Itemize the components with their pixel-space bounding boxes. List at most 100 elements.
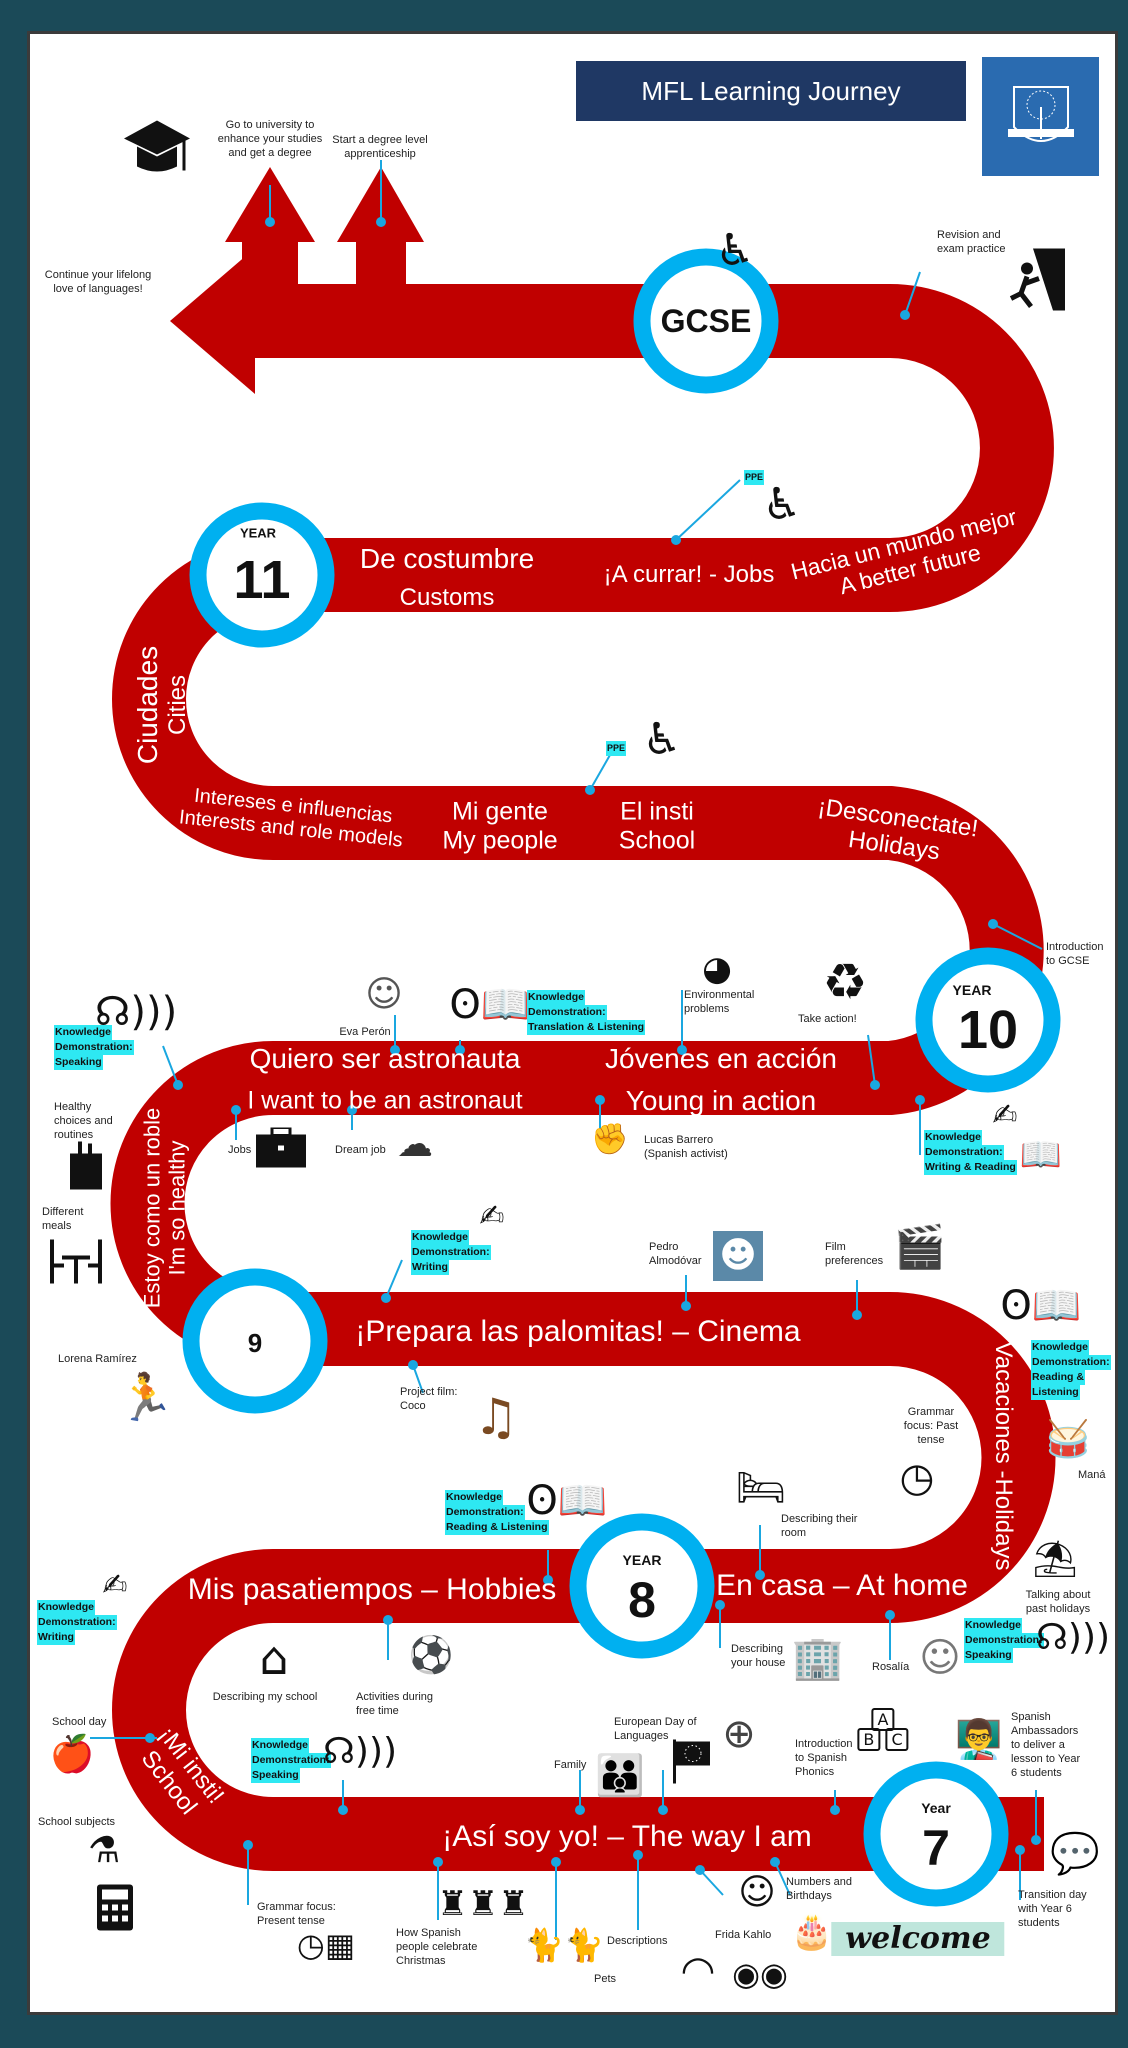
year-rings [182, 248, 1061, 1907]
eva-peron-label: Eva Perón [339, 1026, 391, 1038]
year11-ring [189, 502, 335, 648]
pedro-label: Pedro Almodóvar [649, 1241, 702, 1267]
phonics-label: Introduction to Spanish Phonics [795, 1738, 853, 1778]
year10-number: 10 [957, 1000, 1019, 1060]
topic-astronaut-en: I want to be an astronaut [247, 1086, 523, 1115]
eu-flag-icon [673, 1739, 713, 1787]
abc-blocks-icon: A B C [857, 1708, 909, 1751]
ppe-badge-y11: PPE [744, 470, 765, 485]
topic-customs-es: De costumbre [359, 542, 535, 574]
beach-palm-icon: ⛱ [1032, 1539, 1078, 1580]
teacher-board-icon: 👨‍🏫 [955, 1717, 1003, 1761]
drum-kit-icon: 🥁 [1045, 1419, 1091, 1460]
topic-hobbies: Mis pasatiempos – Hobbies [187, 1572, 557, 1606]
year8-number: 8 [628, 1572, 656, 1628]
mana-label: Maná [1078, 1469, 1106, 1481]
healthy-en: I'm so healthy [165, 1140, 190, 1276]
grammar-past-label: Grammar focus: Past tense [903, 1406, 959, 1446]
eva-peron-portrait-icon: ☺ [365, 974, 403, 1015]
year8-word: YEAR [622, 1552, 662, 1568]
free-time-label: Activities during free time [356, 1691, 434, 1717]
exam-desk-icon: ♿ [642, 714, 682, 765]
topic-action-en: Young in action [625, 1084, 817, 1116]
coco-label: Project film: Coco [400, 1386, 458, 1412]
environment-label: Environmental problems [684, 989, 755, 1015]
christmas-label: How Spanish people celebrate Christmas [396, 1927, 478, 1967]
topic-cities: Ciudades Cities [132, 646, 192, 764]
intro-gcse-label: Introduction to GCSE [1046, 941, 1104, 967]
year11-word: YEAR [239, 525, 277, 541]
coco-film-image: ♫ [473, 1388, 519, 1446]
topic-vacaciones: Vacaciones -Holidays [989, 1341, 1017, 1571]
past-holidays-label: Talking about past holidays [1025, 1589, 1091, 1615]
edl-label: European Day of Languages [614, 1716, 697, 1742]
year10-ring [915, 947, 1061, 1093]
healthy-es: Estoy como un roble [139, 1107, 165, 1309]
subjects-label: School subjects [38, 1816, 116, 1828]
rosalia-sketch-icon: ☺ [919, 1635, 961, 1681]
your-house-label: Describing your house [731, 1643, 786, 1669]
topic-healthy: Estoy como un roble I'm so healthy [140, 1108, 191, 1309]
pen-writing-icon: ✍ [102, 1568, 128, 1603]
year10-word: YEAR [952, 982, 992, 998]
lab-equipment-icon: ⚗ [87, 1830, 121, 1871]
apple-books-icon: 🍎 [49, 1734, 95, 1775]
speaking-head-icon: ☊))) [322, 1731, 398, 1772]
football-player-icon: ⚽ [408, 1635, 454, 1676]
pen-writing-icon: ✍ [479, 1199, 505, 1234]
family-icon: 👪 [595, 1753, 645, 1799]
take-action-label: Take action! [798, 1013, 857, 1025]
year11-number: 11 [233, 550, 291, 610]
transition-label: Transition day with Year 6 students [1018, 1889, 1087, 1929]
cats-icon: 🐈🐈 [524, 1926, 604, 1964]
year7-ring [863, 1761, 1009, 1907]
topic-jobs: ¡A currar! - Jobs [603, 561, 775, 589]
ambassadors-label: Spanish Ambassadors to deliver a lesson … [1011, 1711, 1081, 1779]
revision-label: Revision and exam practice [937, 229, 1006, 255]
school-day-label: School day [52, 1716, 107, 1728]
speech-bubble-flag-icon: 💬 [1050, 1831, 1100, 1877]
year9-ring [182, 1268, 328, 1414]
three-kings-icon: ♜♜♜ [437, 1884, 529, 1924]
topic-my-people: Mi gente My people [442, 797, 557, 855]
eyes-icon: ◉◉ [732, 1955, 788, 1993]
title-banner: MFL Learning Journey [576, 61, 966, 121]
activist-icon: ✊ [591, 1122, 629, 1157]
year7-word: Year [921, 1800, 951, 1816]
block-a: A [871, 1708, 895, 1731]
cities-en: Cities [164, 675, 192, 736]
ear-book-icon: ʘ📖 [1000, 1283, 1082, 1329]
shopping-bag-icon [68, 1141, 104, 1195]
climber-icon [1003, 248, 1065, 314]
exam-desk-icon: ♿ [715, 225, 755, 276]
dream-job-label: Dream job [335, 1144, 386, 1156]
school-en: School [618, 826, 696, 854]
university-label: Go to university to enhance your studies… [217, 119, 323, 159]
topic-school: El insti School [619, 797, 695, 855]
face-hair-icon: ◠ [680, 1948, 716, 1994]
topic-cinema: ¡Prepara las palomitas! – Cinema [355, 1314, 801, 1348]
year8-ring [569, 1513, 715, 1659]
jobs-label: Jobs [228, 1144, 252, 1156]
people-en: My people [442, 826, 558, 854]
year9-number: 9 [247, 1328, 263, 1358]
briefcase-icon [256, 1126, 306, 1171]
healthy-routines-label: Healthy choices and routines [54, 1101, 113, 1141]
runners-icon: 🏃 [117, 1370, 175, 1424]
buildings-icon: 🏢 [791, 1633, 845, 1682]
page-title: MFL Learning Journey [641, 75, 901, 106]
topic-action-es: Jóvenes en acción [605, 1042, 837, 1074]
block-b: B [857, 1728, 881, 1751]
school-es: El insti [620, 797, 694, 826]
graduation-cap-icon [122, 119, 192, 182]
globe-icon: ◕ [702, 949, 732, 989]
clock-back-icon: ◷ [899, 1455, 935, 1501]
tree-crest-icon [1007, 85, 1074, 142]
birthdays-label: Numbers and Birthdays [786, 1876, 853, 1902]
